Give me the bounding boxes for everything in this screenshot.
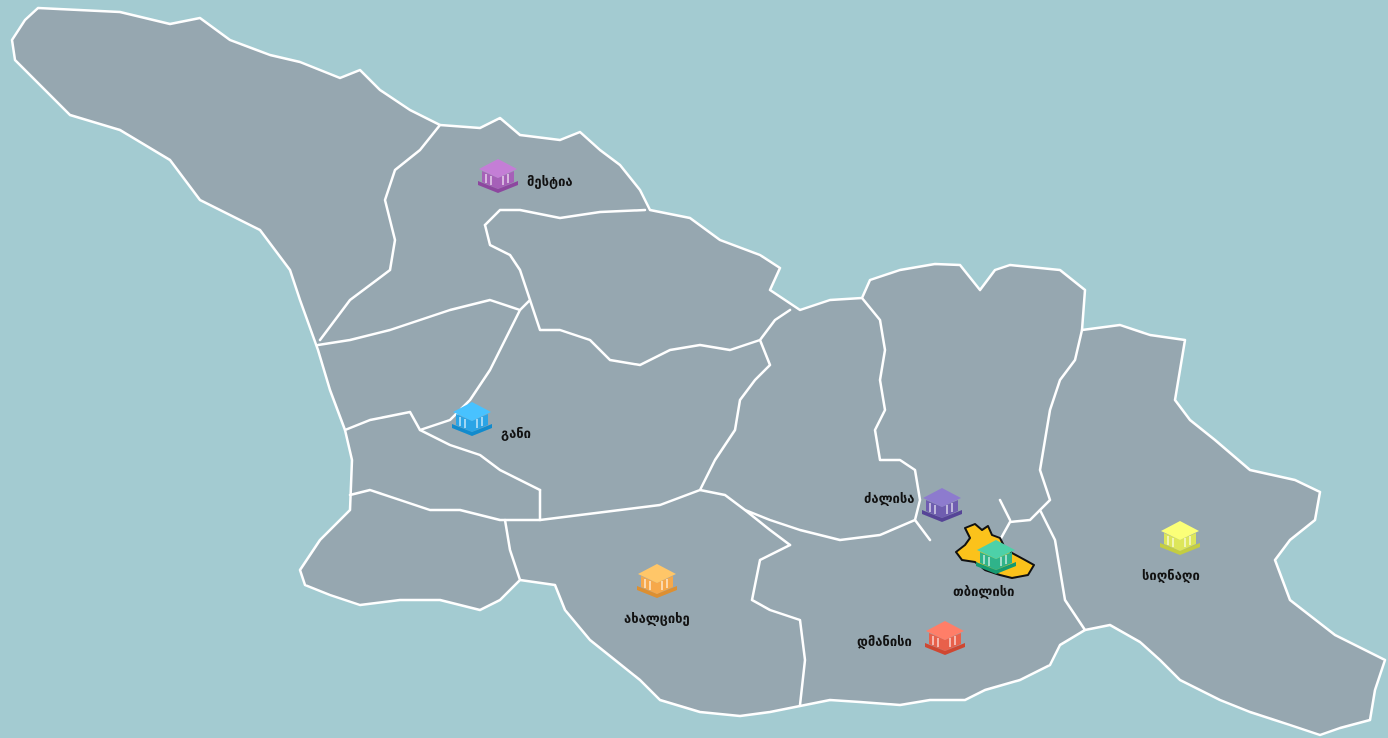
city-marker-kalisa[interactable] (922, 488, 962, 522)
city-marker-mestia[interactable] (478, 159, 518, 193)
city-label-akhaltsikhe: ახალციხე (624, 612, 690, 627)
museum-building-icon (452, 402, 492, 436)
city-label-kalisa: ძალისა (864, 492, 914, 507)
city-marker-signagi[interactable] (1160, 521, 1200, 555)
museum-building-icon (637, 564, 677, 598)
country-outline (10, 6, 1387, 737)
museum-building-icon (1160, 521, 1200, 555)
city-marker-dmanisi[interactable] (925, 621, 965, 655)
city-marker-tbilisi[interactable] (976, 540, 1016, 574)
city-label-signagi: სიღნაღი (1142, 569, 1200, 584)
museum-building-icon (478, 159, 518, 193)
museum-building-icon (922, 488, 962, 522)
museum-building-icon (925, 621, 965, 655)
city-label-tbilisi: თბილისი (953, 585, 1014, 600)
city-marker-akhaltsikhe[interactable] (637, 564, 677, 598)
city-marker-gani[interactable] (452, 402, 492, 436)
city-label-gani: განი (501, 427, 531, 442)
museum-building-icon (976, 540, 1016, 574)
city-label-dmanisi: დმანისი (857, 635, 912, 650)
city-label-mestia: მესტია (527, 175, 573, 190)
